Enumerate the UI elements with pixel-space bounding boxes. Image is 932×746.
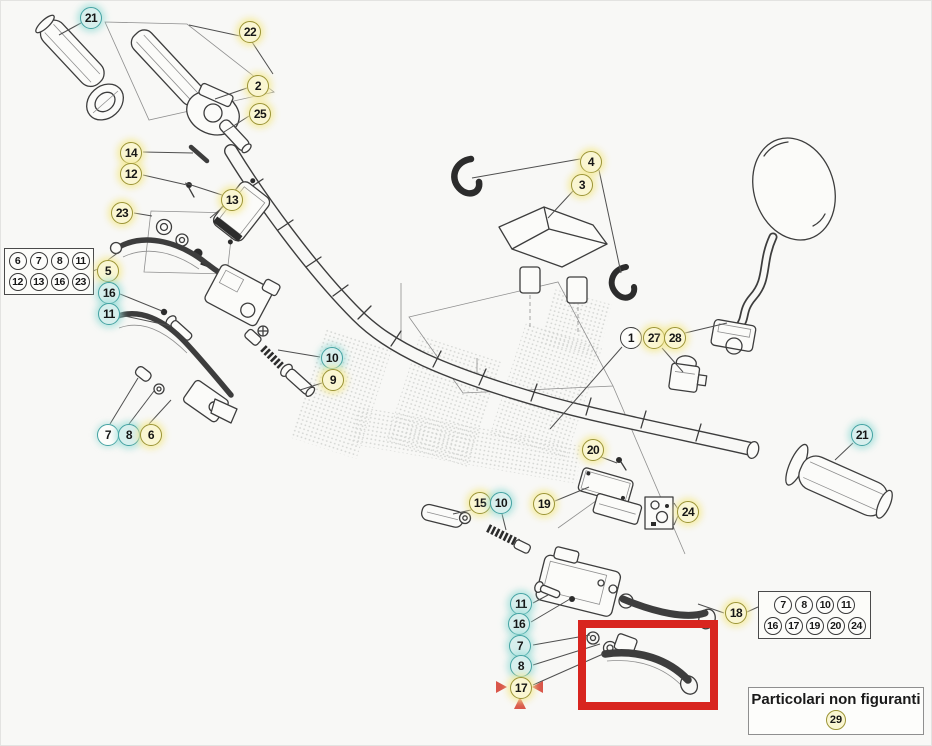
bar-clamp-3	[498, 206, 608, 304]
clutch-lever-assembly	[104, 311, 238, 424]
right-grip	[785, 443, 893, 519]
ref-ball-20: 20	[826, 616, 845, 635]
reservoir-19	[577, 457, 643, 525]
brake-master-cylinder	[204, 264, 281, 327]
switch-27-28	[668, 355, 708, 393]
mirror	[710, 137, 836, 355]
ref-ball-19: 19	[805, 616, 824, 635]
locator-arrow-west-icon	[496, 681, 507, 693]
ref-ball-8: 8	[795, 595, 813, 614]
locator-arrow-east-icon	[532, 681, 543, 693]
handlebar-tube	[224, 144, 760, 459]
sleeve-15	[420, 503, 532, 554]
ref-ball-11: 11	[71, 252, 90, 270]
left-grip	[35, 14, 124, 121]
clutch-master-assembly	[535, 546, 716, 630]
bolt-11-lower	[534, 581, 561, 599]
ref-ball-11: 11	[837, 595, 855, 614]
hook-left	[451, 155, 483, 197]
pin-14	[188, 144, 210, 164]
dotted-watermark	[289, 289, 612, 484]
highlight-box	[578, 620, 718, 710]
highlighted-lever	[586, 631, 699, 695]
ref-ball-16: 16	[50, 273, 69, 291]
ref-ball-7: 7	[774, 595, 792, 614]
ref-ball-17: 17	[784, 616, 803, 635]
seal-kit-24	[644, 496, 674, 530]
leader-lines	[58, 22, 854, 686]
ref-ball-10: 10	[816, 595, 834, 614]
ref-ball-6: 6	[8, 252, 27, 270]
locator-arrow-south-icon	[514, 697, 526, 709]
throttle-assembly	[130, 29, 252, 154]
ref-ball-24: 24	[847, 616, 866, 635]
ref-ball-7: 7	[29, 252, 48, 270]
banjo-bolt	[257, 325, 269, 337]
ref-ball-8: 8	[50, 252, 69, 270]
ref-ball-12: 12	[8, 273, 27, 291]
ref-ball-23: 23	[71, 273, 90, 291]
note-box: Particolari non figuranti 29	[748, 687, 924, 735]
nut-16	[160, 308, 168, 316]
ref-ball-13: 13	[29, 273, 48, 291]
cable-adjuster-10	[244, 328, 284, 369]
hook-right	[608, 264, 638, 301]
callout-29: 29	[826, 709, 846, 730]
nut-16-lower	[569, 596, 575, 602]
switch-housing-13	[212, 178, 271, 245]
ref-ball-16: 16	[763, 616, 782, 635]
note-label: Particolari non figuranti	[751, 691, 921, 709]
